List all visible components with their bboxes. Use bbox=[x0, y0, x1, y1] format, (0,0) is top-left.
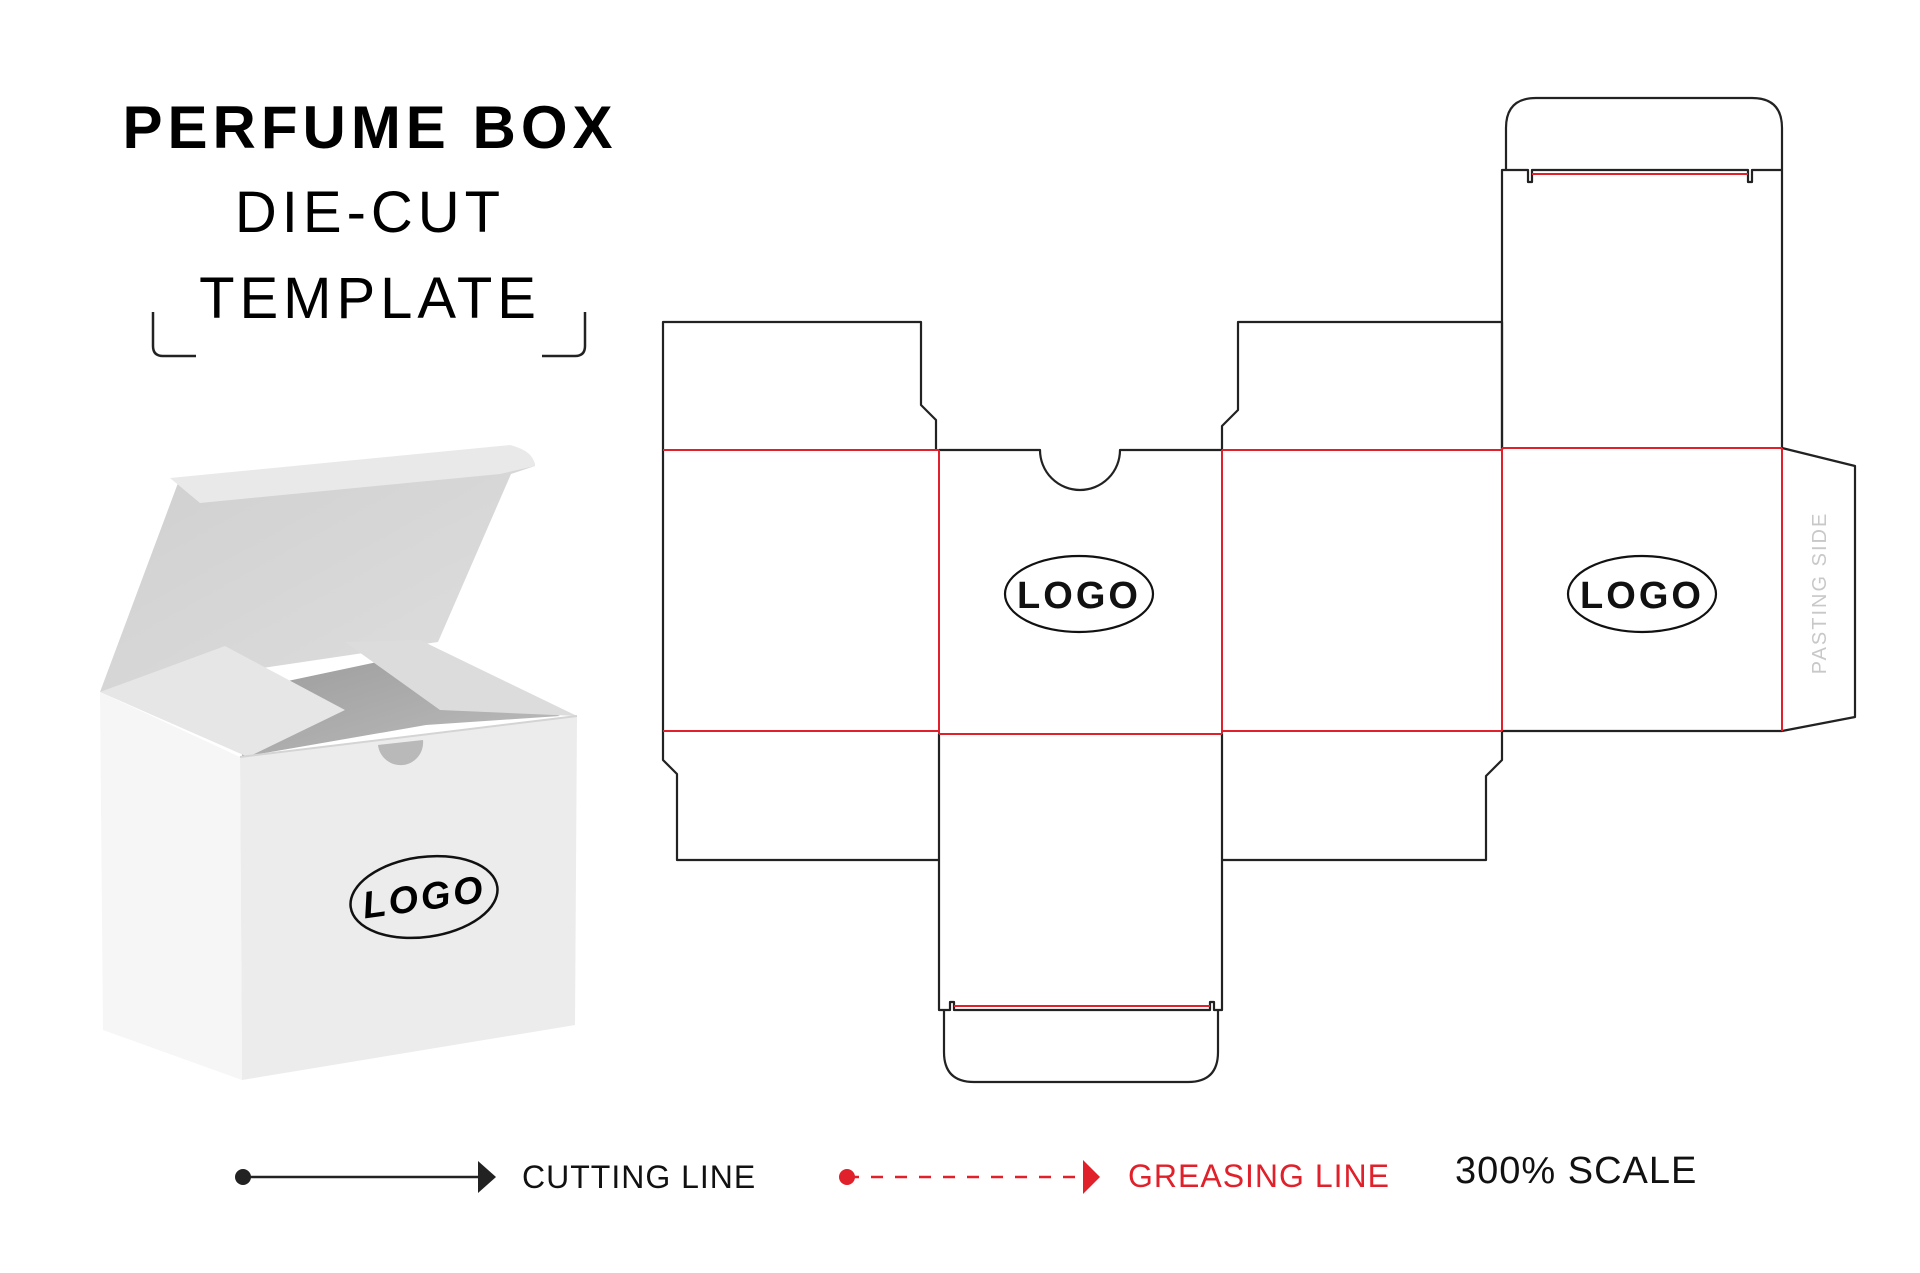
front-logo-ellipse bbox=[1003, 554, 1155, 634]
dieline: LOGO LOGO PASTING SIDE bbox=[661, 96, 1857, 1084]
right-top-dust-flap bbox=[1220, 320, 1504, 450]
scale-label: 300% SCALE bbox=[1455, 1150, 1697, 1192]
legend-greasing: GREASING LINE bbox=[839, 1158, 1390, 1194]
page-subtitle-line1: DIE-CUT bbox=[235, 180, 505, 245]
bottom-lid bbox=[937, 734, 1224, 1012]
glue-flap bbox=[1781, 446, 1857, 733]
back-logo-ellipse bbox=[1566, 554, 1718, 634]
pasting-side-label: PASTING SIDE bbox=[1809, 512, 1831, 675]
front-top-edge-with-thumb-notch bbox=[939, 448, 1222, 492]
crease-lines bbox=[663, 173, 1783, 1007]
page-title: PERFUME BOX bbox=[122, 94, 617, 161]
cutting-line-arrow-icon bbox=[478, 1161, 496, 1193]
back-panel-logo: LOGO bbox=[1566, 554, 1718, 634]
box-thumb-notch bbox=[378, 740, 424, 766]
box-lid-rim bbox=[170, 445, 535, 503]
title-bracket-right bbox=[542, 312, 587, 358]
left-top-dust-flap bbox=[661, 320, 938, 450]
greasing-line-arrow-icon bbox=[1083, 1160, 1100, 1194]
box-mockup-logo: LOGO bbox=[349, 854, 499, 940]
title-bracket-left bbox=[151, 312, 196, 358]
box-lid bbox=[100, 450, 535, 692]
page-subtitle-line2: TEMPLATE bbox=[199, 266, 541, 331]
left-bottom-dust-flap bbox=[661, 731, 939, 862]
box-front-face bbox=[240, 716, 577, 1080]
greasing-line-label: GREASING LINE bbox=[1128, 1158, 1390, 1194]
front-logo-text: LOGO bbox=[1017, 575, 1141, 617]
box-mockup-logo-ellipse bbox=[349, 854, 499, 940]
cutting-line-label: CUTTING LINE bbox=[522, 1159, 756, 1195]
back-logo-text: LOGO bbox=[1580, 575, 1704, 617]
cut-lines bbox=[661, 96, 1857, 1084]
box-flap-right bbox=[345, 640, 577, 716]
box-flap-left bbox=[100, 646, 345, 757]
bottom-tuck-flap bbox=[942, 1010, 1220, 1084]
back-top-lid bbox=[1500, 168, 1784, 450]
box-front-top-edge bbox=[239, 715, 578, 758]
legend-cutting: CUTTING LINE bbox=[235, 1159, 756, 1195]
box-interior bbox=[242, 655, 560, 757]
back-top-tuck-flap bbox=[1504, 96, 1784, 170]
right-bottom-dust-flap bbox=[1222, 731, 1504, 862]
box-mockup: LOGO bbox=[100, 445, 578, 1080]
front-panel-logo: LOGO bbox=[1003, 554, 1155, 634]
heading: PERFUME BOX DIE-CUT TEMPLATE bbox=[122, 94, 617, 358]
box-side-face bbox=[100, 692, 242, 1080]
legend: CUTTING LINE GREASING LINE 300% SCALE bbox=[235, 1150, 1697, 1195]
